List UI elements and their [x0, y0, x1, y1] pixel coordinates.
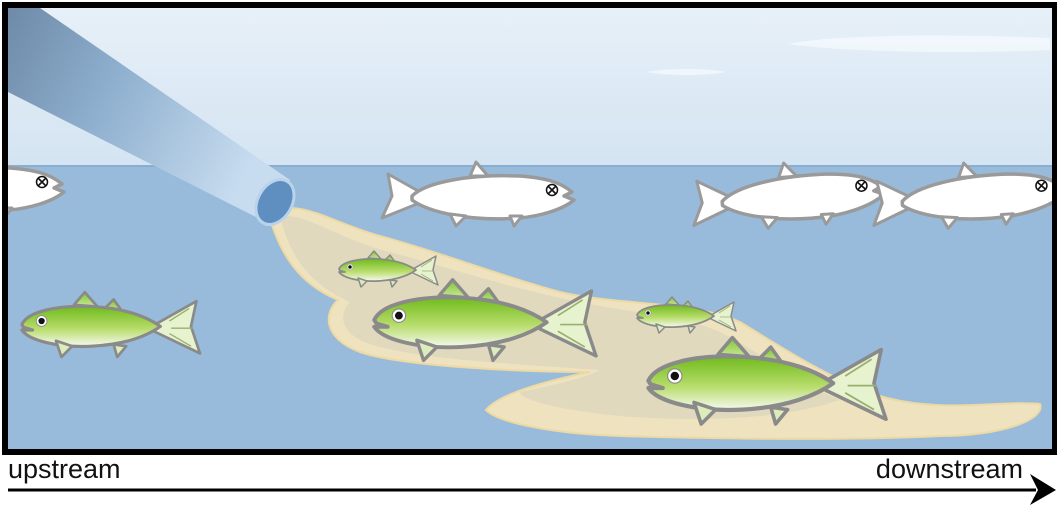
upstream-label: upstream: [8, 454, 121, 485]
downstream-label: downstream: [876, 454, 1023, 485]
